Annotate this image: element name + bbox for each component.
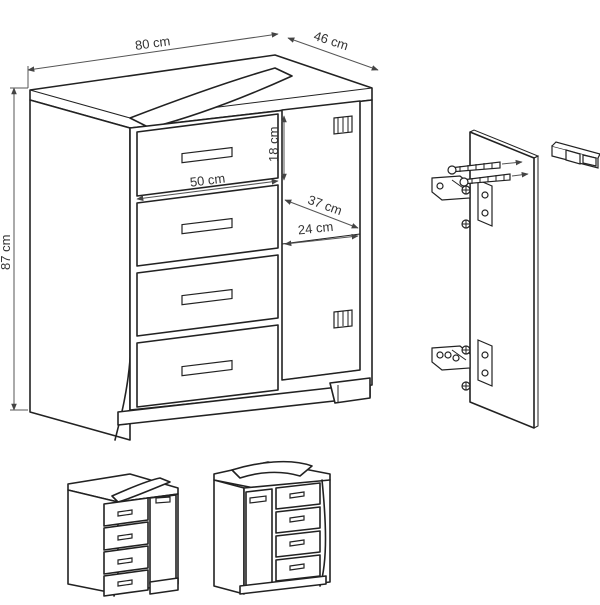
drawer-handle[interactable] <box>181 146 233 164</box>
variant-right-door <box>67 473 179 597</box>
drawer-height-label: 18 cm <box>266 127 281 162</box>
drawer-handle[interactable] <box>181 359 233 377</box>
hinge-icon <box>477 339 493 387</box>
screw-icon <box>461 345 471 355</box>
depth-label: 46 cm <box>312 28 350 53</box>
drawer-handle[interactable] <box>181 288 233 306</box>
screw-icon <box>447 159 523 175</box>
drawer[interactable] <box>136 113 279 197</box>
hinge-icon <box>333 309 353 329</box>
hinge-icon <box>477 179 493 227</box>
variant-left-door <box>213 460 331 595</box>
screw-icon <box>461 381 471 391</box>
shelf-inner-label: 24 cm <box>297 219 334 238</box>
drawer-width-label: 50 cm <box>189 171 226 190</box>
screw-icon <box>459 172 529 187</box>
left-side-panel <box>29 99 131 441</box>
main-cabinet <box>29 54 373 441</box>
width-label: 80 cm <box>134 33 171 53</box>
drawer[interactable] <box>136 324 279 408</box>
screw-icon <box>444 351 460 362</box>
plinth-foot <box>329 377 371 404</box>
screw-icon <box>461 219 471 229</box>
drawer-handle[interactable] <box>181 217 233 235</box>
mounting-plate-icon <box>431 345 471 371</box>
height-label: 87 cm <box>0 235 13 270</box>
drawer[interactable] <box>136 184 279 267</box>
door-detail <box>431 129 540 429</box>
door-catch-icon <box>551 141 600 169</box>
basin-top <box>129 67 293 129</box>
dimension-lines <box>10 32 379 411</box>
screw-icon <box>461 185 471 195</box>
hinge-icon <box>333 115 353 135</box>
drawer[interactable] <box>136 254 279 337</box>
